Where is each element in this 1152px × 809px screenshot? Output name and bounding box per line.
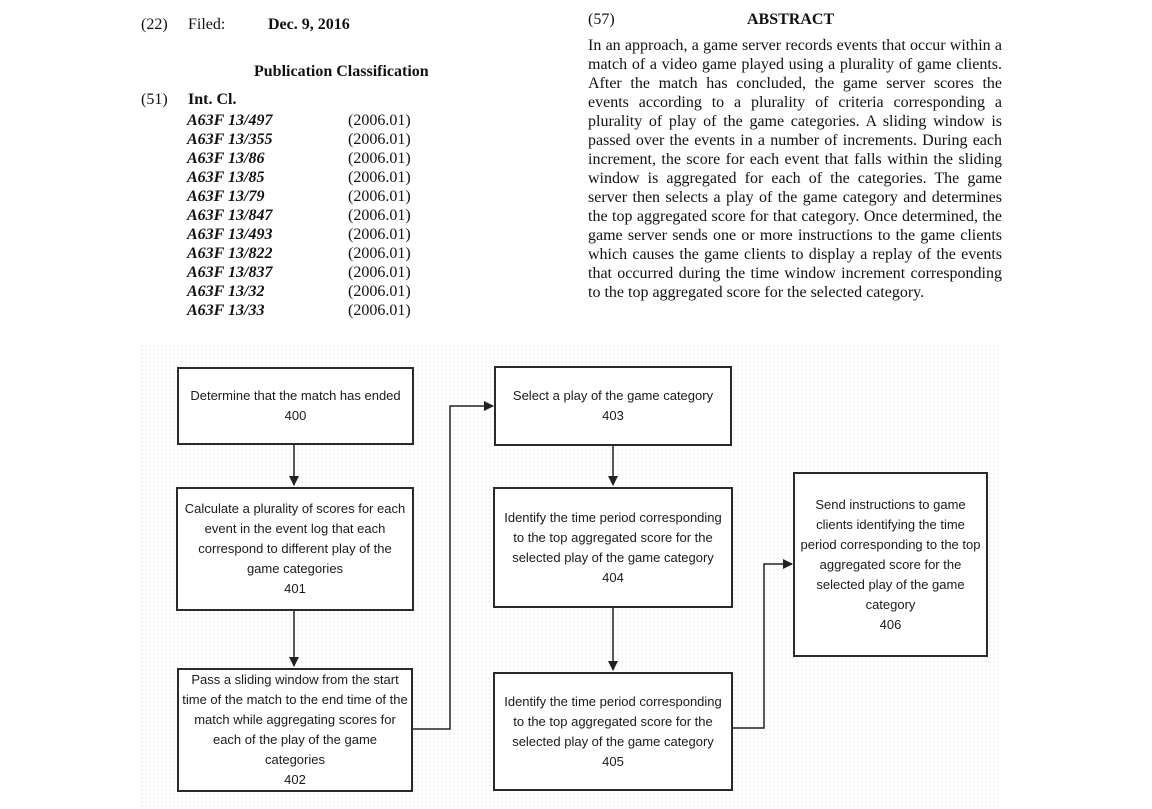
- classification-row: A63F 13/79 (2006.01): [187, 187, 427, 206]
- classification-code: A63F 13/355: [187, 131, 273, 148]
- classification-row: A63F 13/86 (2006.01): [187, 149, 427, 168]
- abstract-title: ABSTRACT: [747, 11, 835, 28]
- flow-step-text: Pass a sliding window from the start tim…: [182, 672, 408, 767]
- flowchart: Determine that the match has ended 400 C…: [140, 344, 1000, 809]
- flow-step-text: Calculate a plurality of scores for each…: [184, 501, 406, 576]
- flow-step-text: Identify the time period corresponding t…: [504, 693, 722, 749]
- classification-version: (2006.01): [348, 207, 411, 224]
- int-cl-code: (51): [141, 91, 168, 108]
- flow-step-text: Determine that the match has ended: [190, 388, 401, 403]
- classification-code: A63F 13/493: [187, 226, 273, 243]
- classification-version: (2006.01): [348, 245, 411, 262]
- flow-step-402: Pass a sliding window from the start tim…: [177, 668, 413, 792]
- classification-code: A63F 13/33: [187, 302, 265, 319]
- classification-code: A63F 13/822: [187, 245, 273, 262]
- flowchart-connectors: [289, 401, 793, 730]
- flow-step-number: 402: [284, 772, 306, 787]
- classification-code: A63F 13/837: [187, 264, 273, 281]
- flow-step-number: 403: [602, 408, 624, 423]
- classification-version: (2006.01): [348, 112, 411, 129]
- classification-version: (2006.01): [348, 302, 411, 319]
- classification-row: A63F 13/85 (2006.01): [187, 168, 427, 187]
- flow-step-404: Identify the time period corresponding t…: [493, 487, 733, 608]
- classification-version: (2006.01): [348, 131, 411, 148]
- classification-list: A63F 13/497 (2006.01) A63F 13/355 (2006.01…: [187, 111, 427, 320]
- filed-label: Filed:: [188, 16, 226, 33]
- classification-version: (2006.01): [348, 283, 411, 300]
- classification-code: A63F 13/32: [187, 283, 265, 300]
- classification-code: A63F 13/86: [187, 150, 265, 167]
- flow-step-number: 404: [602, 569, 624, 585]
- flow-step-405: Identify the time period corresponding t…: [493, 672, 733, 791]
- publication-classification-title: Publication Classification: [254, 63, 429, 80]
- flow-step-text: Identify the time period corresponding t…: [504, 509, 722, 565]
- classification-code: A63F 13/79: [187, 188, 265, 205]
- flow-step-number: 406: [879, 616, 902, 632]
- classification-code: A63F 13/847: [187, 207, 273, 224]
- flow-step-number: 405: [602, 753, 624, 769]
- classification-row: A63F 13/847 (2006.01): [187, 206, 427, 225]
- flow-step-number: 401: [284, 581, 306, 596]
- flow-step-401: Calculate a plurality of scores for each…: [176, 487, 414, 611]
- classification-code: A63F 13/85: [187, 169, 265, 186]
- classification-version: (2006.01): [348, 264, 411, 281]
- classification-row: A63F 13/33 (2006.01): [187, 301, 427, 320]
- filed-date: Dec. 9, 2016: [268, 16, 350, 33]
- classification-row: A63F 13/32 (2006.01): [187, 282, 427, 301]
- classification-version: (2006.01): [348, 150, 411, 167]
- classification-row: A63F 13/837 (2006.01): [187, 263, 427, 282]
- abstract-text: In an approach, a game server records ev…: [588, 37, 1002, 301]
- classification-version: (2006.01): [348, 169, 411, 186]
- flow-step-text: Select a play of the game category: [512, 388, 714, 403]
- filed-code: (22): [141, 16, 168, 33]
- flow-step-400: Determine that the match has ended 400: [177, 367, 414, 445]
- int-cl-label: Int. Cl.: [188, 91, 237, 108]
- flow-step-403: Select a play of the game category 403: [494, 366, 732, 446]
- classification-row: A63F 13/822 (2006.01): [187, 244, 427, 263]
- classification-row: A63F 13/355 (2006.01): [187, 130, 427, 149]
- abstract-code: (57): [588, 11, 615, 28]
- classification-row: A63F 13/493 (2006.01): [187, 225, 427, 244]
- classification-code: A63F 13/497: [187, 112, 273, 129]
- arrow-405-406: [733, 559, 793, 729]
- flow-step-number: 400: [284, 408, 307, 423]
- classification-version: (2006.01): [348, 226, 411, 243]
- classification-row: A63F 13/497 (2006.01): [187, 111, 427, 130]
- classification-version: (2006.01): [348, 188, 411, 205]
- flow-step-406: Send instructions to game clients identi…: [793, 472, 988, 657]
- arrow-402-403: [413, 401, 494, 730]
- flow-step-text: Send instructions to game clients identi…: [800, 496, 981, 612]
